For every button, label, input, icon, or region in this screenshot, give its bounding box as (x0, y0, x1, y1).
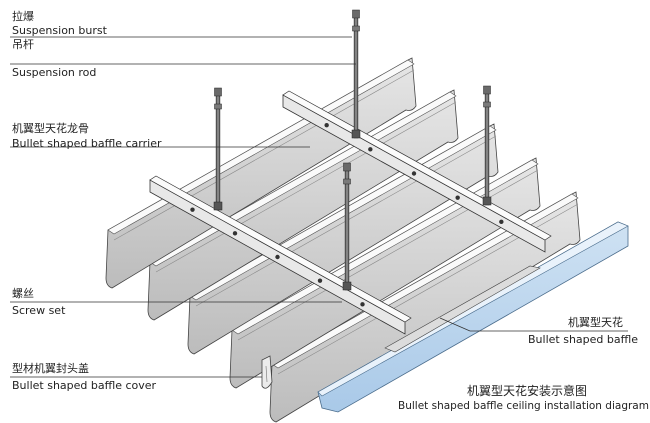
screw-dot (360, 302, 365, 307)
label-carrier-zh: 机翼型天花龙骨 (12, 122, 89, 135)
label-baffle-cover-en: Bullet shaped baffle cover (12, 379, 157, 392)
label-suspension-rod-zh: 吊杆 (12, 38, 34, 51)
label-baffle-cover-zh: 型材机翼封头盖 (12, 362, 89, 375)
label-suspension-burst-zh: 拉爆 (12, 10, 34, 23)
label-carrier-en: Bullet shaped baffle carrier (12, 137, 162, 150)
diagram-title-en: Bullet shaped baffle ceiling installatio… (398, 400, 649, 412)
label-baffle-zh: 机翼型天花 (568, 316, 623, 329)
label-baffle-en: Bullet shaped baffle (528, 333, 639, 346)
screw-dot (232, 231, 238, 236)
baffle-gray (269, 191, 581, 423)
suspension-rod (342, 162, 352, 291)
blue-baffle (317, 221, 629, 413)
leader-lines (10, 36, 628, 378)
screw-dot (324, 122, 329, 128)
label-suspension-rod-en: Suspension rod (12, 66, 97, 79)
diagram-title-zh: 机翼型天花安装示意图 (467, 384, 588, 398)
label-screw-set-zh: 螺丝 (12, 287, 34, 300)
label-suspension-burst-en: Suspension burst (12, 24, 107, 37)
screw-dot (317, 278, 323, 283)
label-screw-set-en: Screw set (12, 304, 66, 317)
screw-dot (411, 171, 417, 176)
screw-dot (499, 219, 504, 225)
baffle-cover-piece (261, 355, 273, 389)
suspension-rod (213, 87, 223, 211)
baffles-group (105, 57, 581, 423)
screw-dot (368, 147, 373, 152)
screw-dot (275, 254, 280, 260)
screw-dot (455, 195, 460, 200)
rods-group (213, 9, 492, 291)
screw-dot (190, 207, 195, 212)
suspension-rod (482, 85, 492, 206)
suspension-rod (351, 9, 361, 139)
